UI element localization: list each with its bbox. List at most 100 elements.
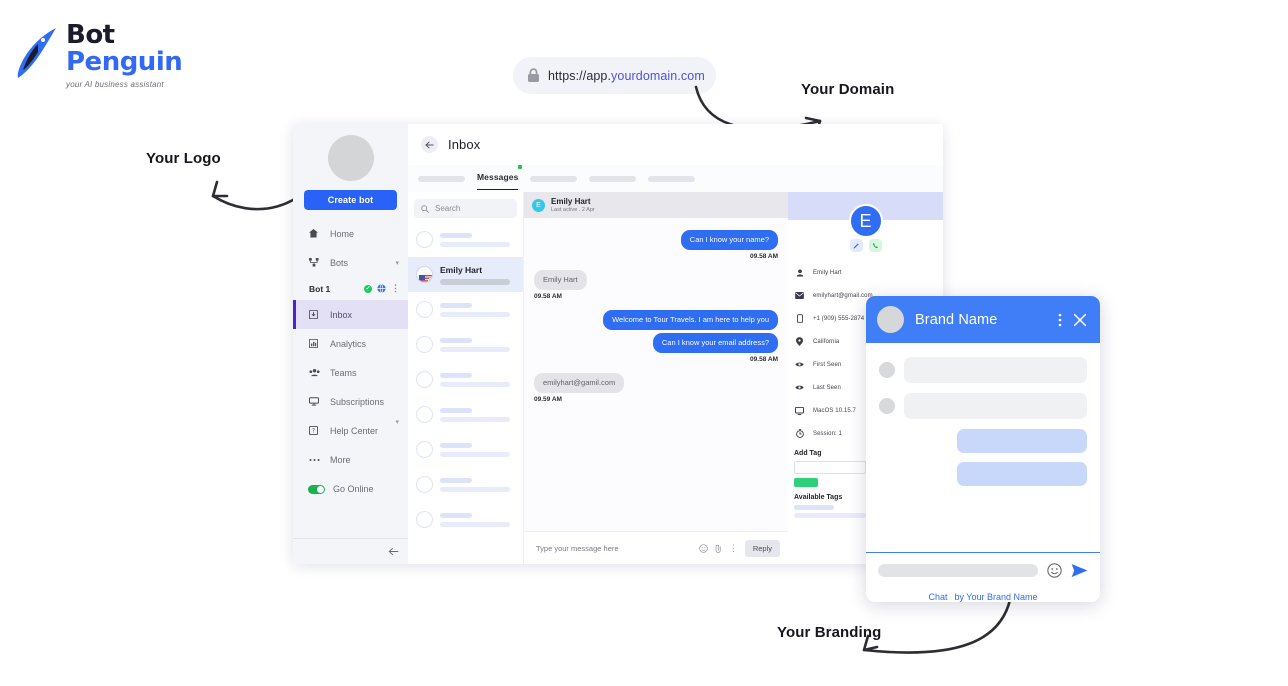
list-item-placeholder [440, 232, 516, 247]
widget-chat-label[interactable]: Chat [928, 592, 948, 602]
avatar [416, 266, 433, 283]
collapse-left-icon[interactable] [388, 543, 399, 561]
go-online-toggle-row[interactable]: Go Online [293, 474, 408, 504]
avatar [879, 398, 895, 414]
phone-icon[interactable] [868, 239, 882, 252]
tab-placeholder[interactable] [648, 175, 696, 182]
message-placeholder [957, 429, 1087, 453]
message-list: Can I know your name? 09.58 AM Emily Har… [524, 218, 788, 531]
sidebar-item-help-center[interactable]: ? Help Center ▾ [293, 416, 408, 445]
message-placeholder [957, 462, 1087, 486]
sidebar-item-more[interactable]: More [293, 445, 408, 474]
message-time: 09.59 AM [534, 396, 562, 403]
chevron-down-icon[interactable]: ▾ [395, 419, 399, 426]
detail-row: Last Seen [794, 376, 943, 399]
penguin-icon [14, 26, 62, 89]
list-item[interactable] [408, 292, 523, 327]
timer-icon [794, 429, 805, 438]
sidebar-item-label: Bots [330, 257, 349, 268]
more-icon [309, 458, 323, 462]
svg-text:?: ? [312, 429, 315, 435]
create-bot-button[interactable]: Create bot [304, 190, 397, 210]
widget-message-area [866, 343, 1100, 552]
list-item-content: Emily Hart [440, 265, 516, 285]
list-item[interactable] [408, 432, 523, 467]
reply-button[interactable]: Reply [744, 539, 780, 557]
detail-row: MacOS 10.15.7 [794, 399, 943, 422]
list-item-placeholder [440, 477, 516, 492]
list-item-placeholder [440, 302, 516, 317]
sidebar-item-inbox[interactable]: Inbox [293, 300, 408, 329]
sidebar-item-home[interactable]: Home [293, 219, 408, 248]
avatar [416, 301, 433, 318]
brand-logo-placeholder[interactable] [327, 135, 374, 181]
kebab-menu-icon[interactable] [1058, 312, 1062, 328]
message-input[interactable]: Type your message here [536, 543, 619, 553]
tab-messages[interactable]: Messages [477, 165, 523, 190]
widget-footer: Chat by Your Brand Name [866, 552, 1100, 602]
sidebar-item-analytics[interactable]: Analytics [293, 329, 408, 358]
list-item[interactable] [408, 397, 523, 432]
globe-icon[interactable] [377, 284, 386, 293]
save-tag-button[interactable] [794, 478, 818, 487]
detail-value: Session: 1 [813, 430, 843, 437]
logo-text-penguin: Penguin [66, 47, 183, 77]
sidebar-item-subscriptions[interactable]: Subscriptions [293, 387, 408, 416]
logo-tagline: your AI business assistant [66, 80, 164, 89]
conversation-rows: Emily Hart [408, 222, 523, 564]
detail-value: +1 (909) 555-2874 [813, 315, 865, 322]
tab-placeholder[interactable] [589, 175, 637, 182]
sidebar-item-label: Subscriptions [330, 396, 385, 407]
sidebar-footer [293, 538, 408, 564]
avatar: E [848, 204, 883, 238]
list-item[interactable] [408, 362, 523, 397]
email-icon [794, 292, 805, 299]
list-item[interactable] [408, 222, 523, 257]
edit-pencil-icon[interactable] [849, 239, 863, 252]
annotation-your-branding: Your Branding [777, 624, 882, 641]
chevron-down-icon[interactable]: ▾ [395, 259, 399, 267]
detail-value: First Seen [813, 361, 842, 368]
sidebar-item-teams[interactable]: Teams [293, 358, 408, 387]
subscriptions-icon [309, 397, 323, 406]
sidebar-bot-row[interactable]: Bot 1 ✓ ⋮ [293, 277, 408, 300]
list-item[interactable] [408, 502, 523, 537]
avatar [416, 476, 433, 493]
detail-row: First Seen [794, 353, 943, 376]
send-icon[interactable] [1071, 563, 1088, 578]
emoji-icon[interactable] [699, 543, 708, 553]
search-input[interactable]: Search [414, 199, 517, 218]
analytics-icon [309, 339, 323, 348]
attachment-icon[interactable] [715, 544, 722, 553]
tab-label: Messages [477, 172, 519, 182]
widget-brand-label[interactable]: by Your Brand Name [954, 592, 1038, 602]
list-item-emily-hart[interactable]: Emily Hart [408, 257, 523, 292]
available-tag-placeholder [794, 513, 866, 518]
message-row: Can I know your name? 09.58 AM [534, 230, 778, 260]
emoji-icon[interactable] [1047, 563, 1062, 578]
close-icon[interactable] [1073, 313, 1087, 327]
location-pin-icon [794, 337, 805, 346]
url-domain: yourdomain.com [611, 68, 705, 83]
kebab-menu-icon[interactable]: ⋮ [391, 283, 400, 293]
app-window: Create bot Home [293, 124, 943, 564]
sidebar-item-bots[interactable]: Bots ▾ [293, 248, 408, 277]
message-row: Welcome to Tour Travels. I am here to he… [534, 310, 778, 330]
home-icon [309, 229, 323, 238]
sidebar-item-label: Teams [330, 367, 357, 378]
add-tag-input[interactable] [794, 461, 866, 474]
message-time: 09.58 AM [534, 293, 562, 300]
go-online-toggle[interactable] [308, 484, 325, 494]
sidebar: Create bot Home [293, 124, 408, 564]
widget-branding: Chat by Your Brand Name [878, 592, 1088, 602]
kebab-menu-icon[interactable]: ⋮ [728, 542, 738, 553]
widget-message-input[interactable] [878, 564, 1038, 577]
widget-outgoing-message [879, 462, 1087, 486]
tab-placeholder[interactable] [418, 175, 465, 182]
tab-placeholder[interactable] [530, 175, 578, 182]
list-item[interactable] [408, 327, 523, 362]
back-arrow-icon[interactable] [421, 136, 438, 153]
help-center-icon: ? [309, 426, 323, 435]
url-bar[interactable]: https://app.yourdomain.com [513, 57, 716, 94]
list-item[interactable] [408, 467, 523, 502]
